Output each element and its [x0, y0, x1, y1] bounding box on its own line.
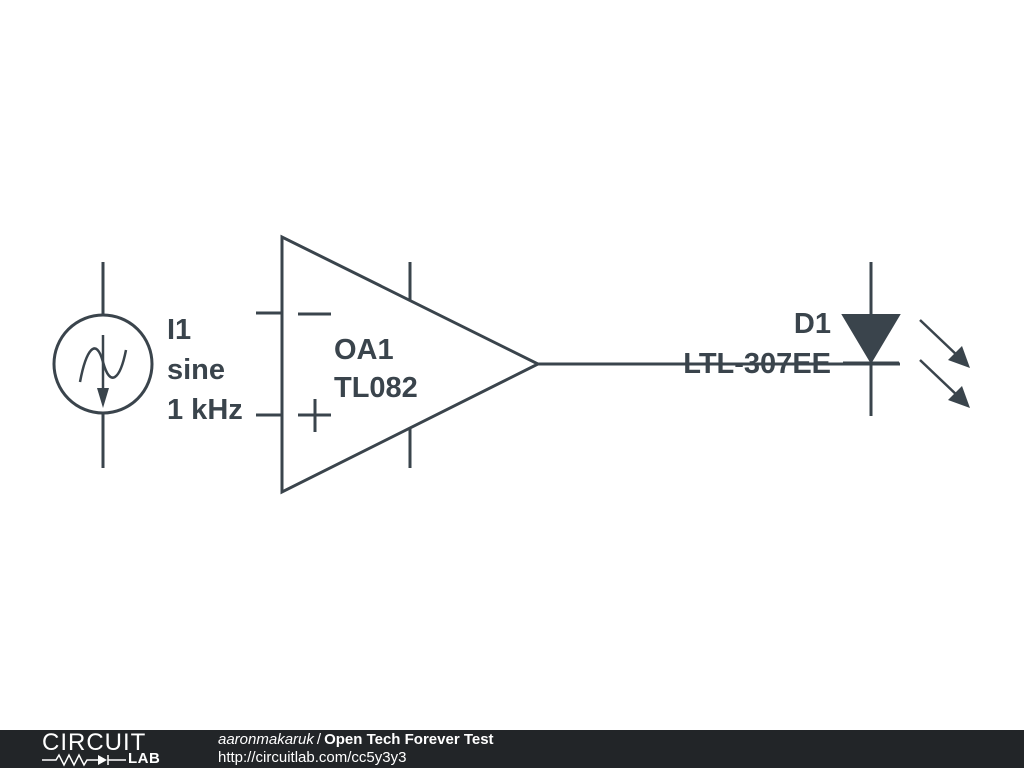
source-type-label: sine: [167, 354, 225, 386]
schematic-canvas: I1 sine 1 kHz OA1 TL082: [52, 234, 970, 495]
circuit-url-link[interactable]: http://circuitlab.com/cc5y3y3: [218, 749, 407, 766]
source-frequency-label: 1 kHz: [167, 394, 243, 426]
circuitlab-logo[interactable]: CIRCUIT LAB: [42, 731, 177, 767]
logo-wordmark-bottom: LAB: [128, 750, 161, 767]
source-arrow-head-icon: [97, 388, 109, 408]
led-d1[interactable]: [841, 262, 970, 416]
light-arrow-1-shaft: [919, 319, 961, 359]
schematic-diagram: I1 sine 1 kHz OA1 TL082: [52, 234, 970, 495]
led-name-label: D1: [794, 308, 831, 340]
led-part-label: LTL-307EE: [683, 348, 831, 380]
circuit-title[interactable]: Open Tech Forever Test: [324, 731, 494, 748]
author-link[interactable]: aaronmakaruk: [218, 731, 314, 748]
light-arrow-1-icon: [948, 346, 970, 368]
opamp-oa1[interactable]: [256, 234, 542, 495]
opamp-part-label: TL082: [334, 372, 418, 404]
credits: aaronmakaruk/Open Tech Forever Test http…: [218, 731, 494, 767]
logo-resistor-diode-icon: [42, 753, 126, 767]
opamp-name-label: OA1: [334, 334, 394, 366]
footer-bar: CIRCUIT LAB aaronmakaruk/Open Tech Forev…: [0, 730, 1024, 768]
logo-wordmark-top: CIRCUIT: [42, 729, 147, 756]
led-icon: [841, 314, 901, 364]
credits-separator: /: [316, 731, 322, 748]
current-source-i1[interactable]: [52, 262, 154, 468]
light-arrow-2-icon: [948, 386, 970, 408]
source-name-label: I1: [167, 314, 191, 346]
light-arrow-2-shaft: [919, 359, 961, 399]
